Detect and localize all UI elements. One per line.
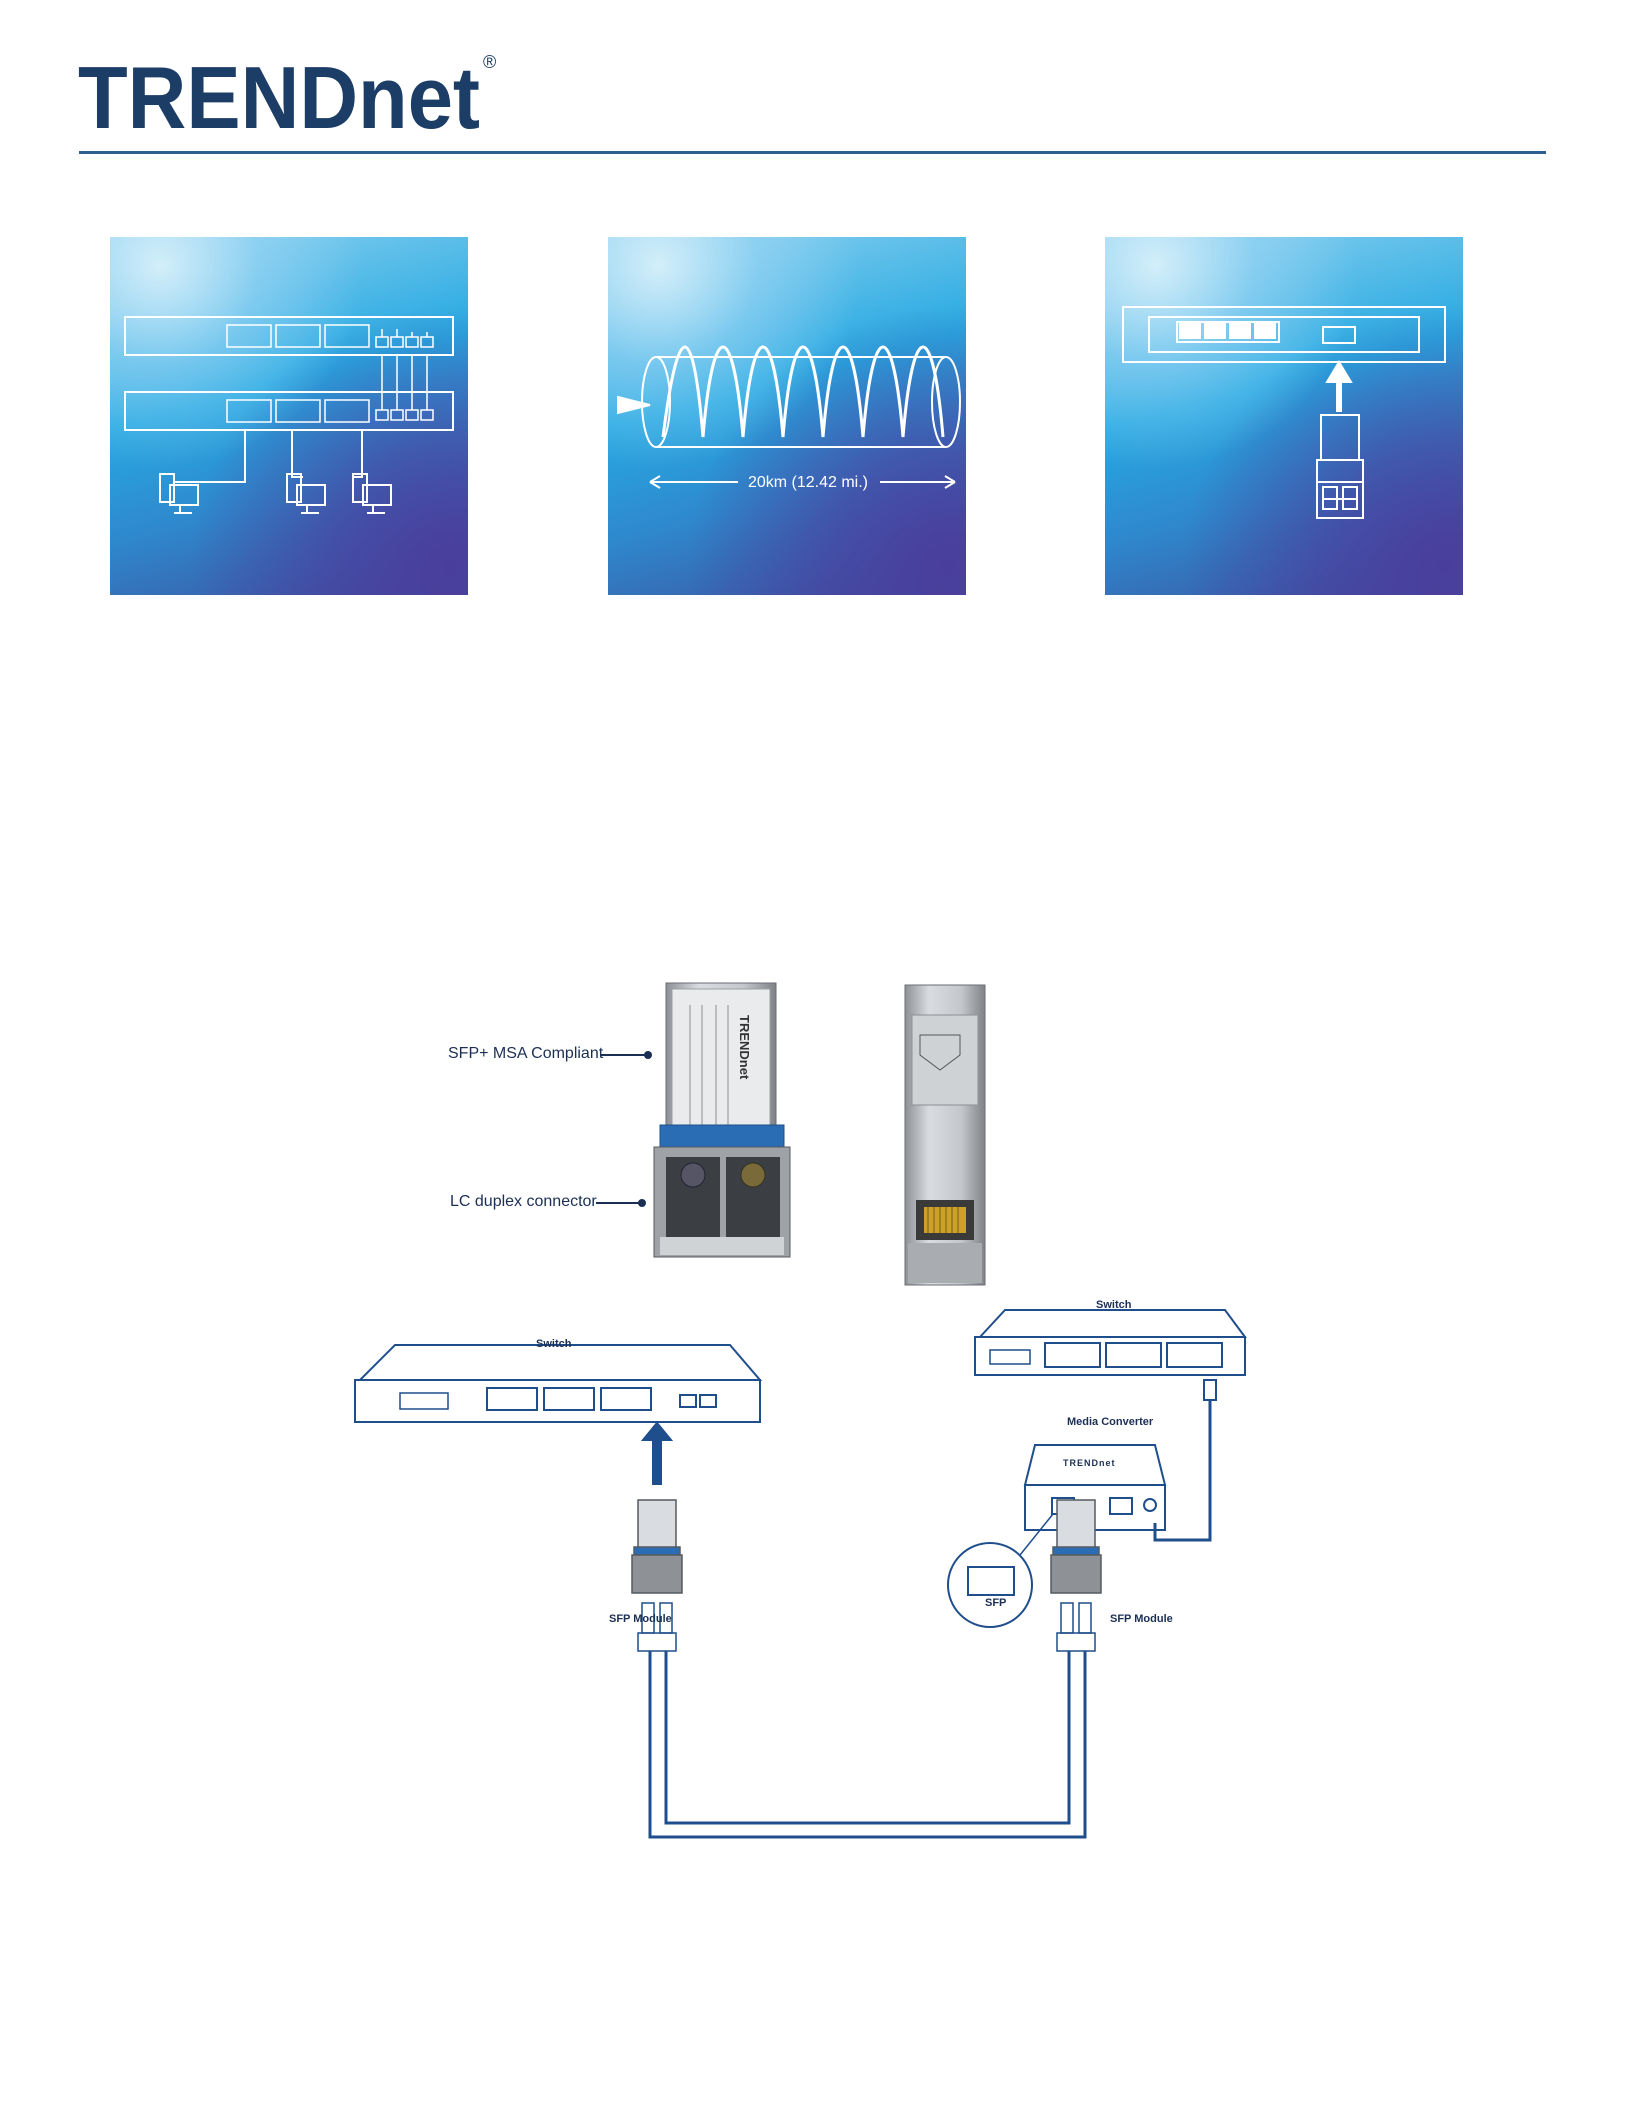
left-sfp-module-label: SFP Module <box>609 1613 672 1625</box>
left-switch-label: Switch <box>536 1338 571 1350</box>
logo-text: TRENDnet <box>78 48 480 147</box>
left-switch <box>355 1345 760 1422</box>
right-sfp-module <box>1051 1500 1101 1593</box>
lc-duplex-callout: LC duplex connector <box>450 1193 597 1211</box>
sfp-front-view: TRENDnet <box>654 983 790 1257</box>
registered-mark: ® <box>483 52 496 72</box>
fiber-distance-tile: 20km (12.42 mi.) <box>608 237 966 595</box>
lc-callout-dot <box>638 1199 646 1207</box>
left-sfp-module <box>632 1500 682 1593</box>
media-converter-label: Media Converter <box>1067 1416 1153 1428</box>
sfp-side-view <box>905 985 985 1285</box>
header-rule <box>79 151 1546 154</box>
switch-sfp-slot-icon <box>1105 237 1463 595</box>
trendnet-logo: TRENDnet ® <box>78 48 538 148</box>
fiber-distance-icon: 20km (12.42 mi.) <box>608 237 966 595</box>
sfp-slot-tile <box>1105 237 1463 595</box>
svg-text:TRENDnet: TRENDnet <box>737 1015 752 1080</box>
network-diagram <box>340 1305 1280 1865</box>
distance-label: 20km (12.42 mi.) <box>748 474 868 491</box>
msa-callout-dot <box>644 1051 652 1059</box>
right-switch <box>975 1310 1245 1375</box>
sfp-inset-label: SFP <box>985 1597 1006 1609</box>
right-switch-label: Switch <box>1096 1299 1131 1311</box>
stacked-switches-tile <box>110 237 468 595</box>
sfp-module-photos: TRENDnet <box>440 975 1010 1295</box>
converter-brand-label: TRENDnet <box>1063 1458 1116 1468</box>
stacked-switches-icon <box>110 237 468 595</box>
msa-compliant-callout: SFP+ MSA Compliant <box>448 1045 603 1063</box>
right-sfp-module-label: SFP Module <box>1110 1613 1173 1625</box>
